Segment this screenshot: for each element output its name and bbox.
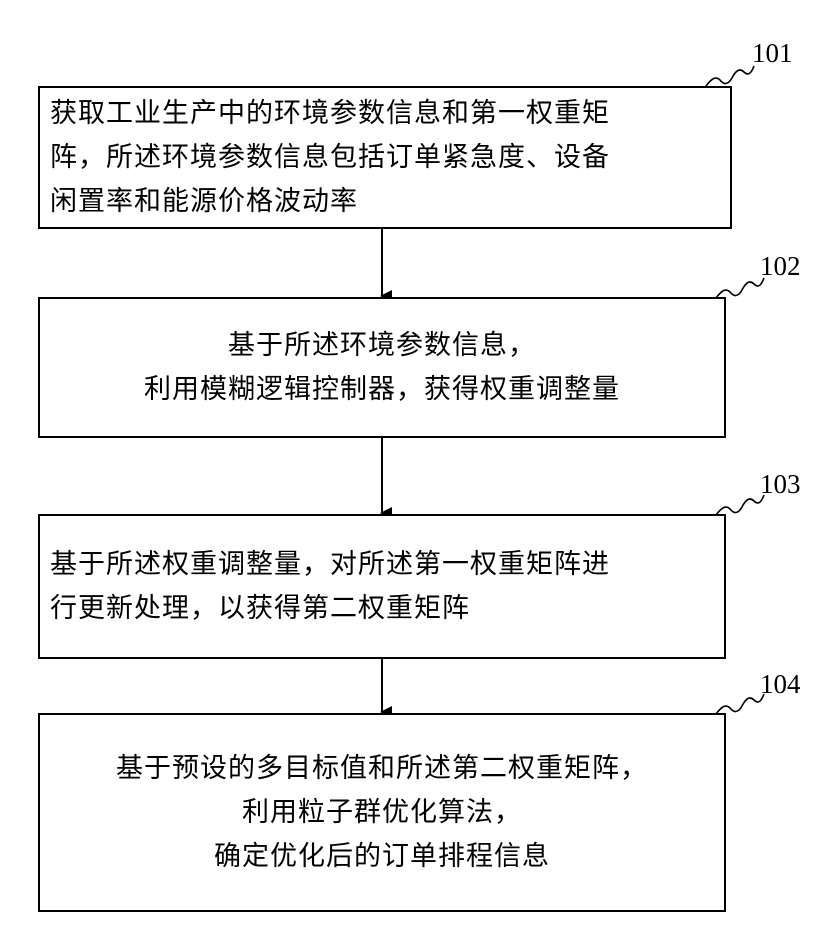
step-101-box: 获取工业生产中的环境参数信息和第一权重矩 阵，所述环境参数信息包括订单紧急度、设…	[38, 86, 732, 229]
leader-102	[716, 278, 764, 298]
step-104-line-1: 基于预设的多目标值和所述第二权重矩阵，	[116, 747, 648, 791]
step-104-line-3: 确定优化后的订单排程信息	[214, 835, 550, 879]
step-104-label: 104	[760, 669, 801, 699]
step-103-label: 103	[760, 469, 801, 499]
step-104-box: 基于预设的多目标值和所述第二权重矩阵， 利用粒子群优化算法， 确定优化后的订单排…	[38, 713, 726, 912]
step-101-line-2: 阵，所述环境参数信息包括订单紧急度、设备	[50, 136, 610, 180]
step-101-line-1: 获取工业生产中的环境参数信息和第一权重矩	[50, 92, 610, 136]
step-103-line-2: 行更新处理，以获得第二权重矩阵	[50, 587, 470, 631]
step-102-label: 102	[760, 251, 801, 281]
step-103-line-1: 基于所述权重调整量，对所述第一权重矩阵进	[50, 543, 610, 587]
step-101-line-3: 闲置率和能源价格波动率	[50, 180, 358, 224]
step-102-line-1: 基于所述环境参数信息，	[228, 324, 536, 368]
step-103-box: 基于所述权重调整量，对所述第一权重矩阵进 行更新处理，以获得第二权重矩阵	[38, 514, 726, 659]
leader-104	[716, 694, 764, 714]
step-101-label: 101	[752, 38, 793, 68]
step-102-line-2: 利用模糊逻辑控制器，获得权重调整量	[144, 368, 620, 412]
leader-103	[716, 495, 764, 515]
step-102-box: 基于所述环境参数信息， 利用模糊逻辑控制器，获得权重调整量	[38, 297, 726, 438]
leader-101	[706, 66, 754, 86]
step-104-line-2: 利用粒子群优化算法，	[242, 791, 522, 835]
